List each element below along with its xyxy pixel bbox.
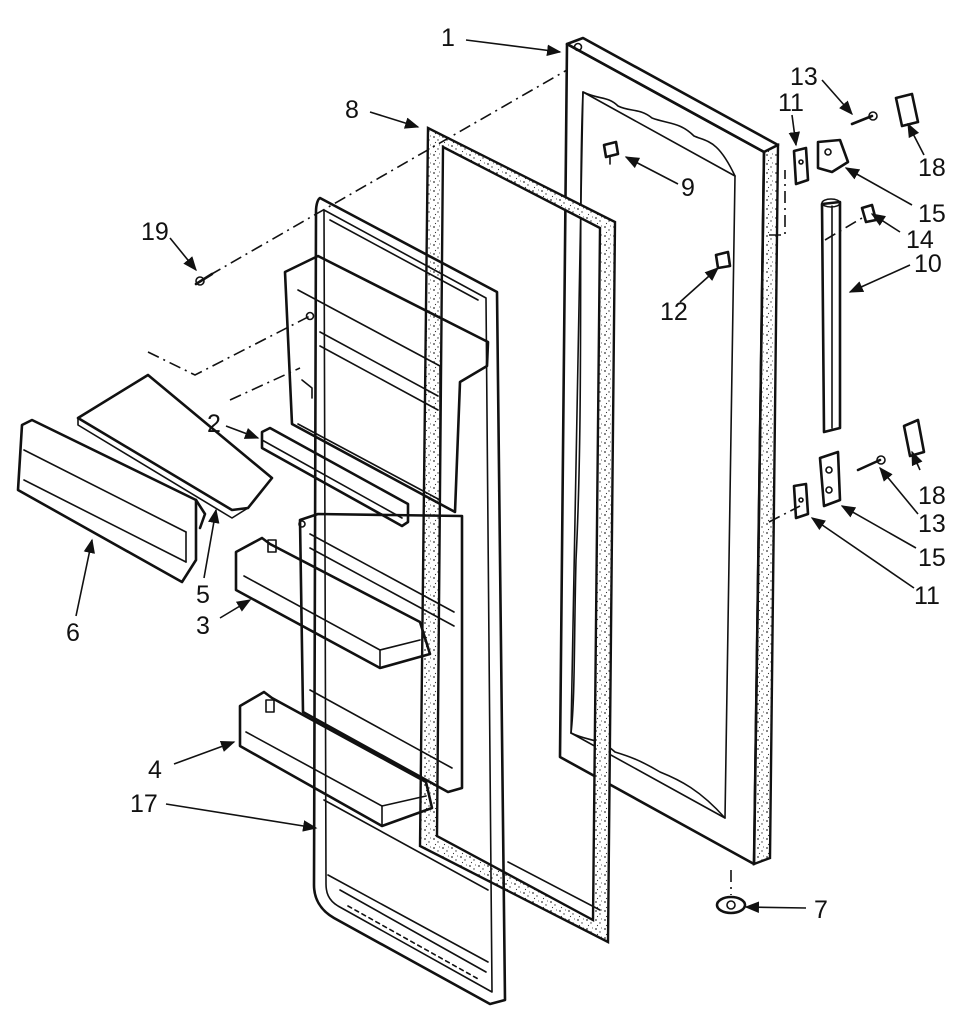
callout-13-top: 13	[790, 63, 818, 91]
assembly-lines	[147, 69, 863, 895]
callout-19: 19	[141, 218, 169, 246]
outer-door-panel	[558, 36, 780, 866]
callout-labels: 1 8 9 12 19 2 5 6 3 4 17 7 13 11 18 15 1…	[66, 24, 946, 924]
inner-door-liner	[283, 196, 507, 1006]
callout-1: 1	[441, 24, 455, 52]
callout-11-top: 11	[778, 89, 804, 117]
callout-4: 4	[148, 756, 162, 784]
callout-15-bottom: 15	[918, 544, 946, 572]
callout-14: 14	[906, 226, 934, 254]
callout-5: 5	[196, 581, 210, 609]
fastener-parts	[194, 92, 926, 915]
callout-18-bottom: 18	[918, 482, 946, 510]
door-bin-upper	[234, 536, 432, 670]
callout-12: 12	[660, 298, 688, 326]
callout-8: 8	[345, 96, 359, 124]
callout-3: 3	[196, 612, 210, 640]
callout-9: 9	[681, 174, 695, 202]
callout-15-top: 15	[918, 200, 946, 228]
dispenser-cover	[16, 418, 207, 584]
callout-10: 10	[914, 250, 942, 278]
callout-11-bottom: 11	[914, 582, 940, 610]
callout-13-bottom: 13	[918, 510, 946, 538]
door-bin-lower	[238, 690, 434, 828]
shelf-cover	[76, 373, 274, 519]
door-gasket	[418, 126, 617, 944]
callout-6: 6	[66, 619, 80, 647]
callout-2: 2	[207, 410, 221, 438]
callout-17: 17	[130, 790, 158, 818]
callout-18-top: 18	[918, 154, 946, 182]
upper-shelf	[260, 426, 410, 528]
leader-lines	[75, 39, 925, 913]
callout-7: 7	[814, 896, 828, 924]
